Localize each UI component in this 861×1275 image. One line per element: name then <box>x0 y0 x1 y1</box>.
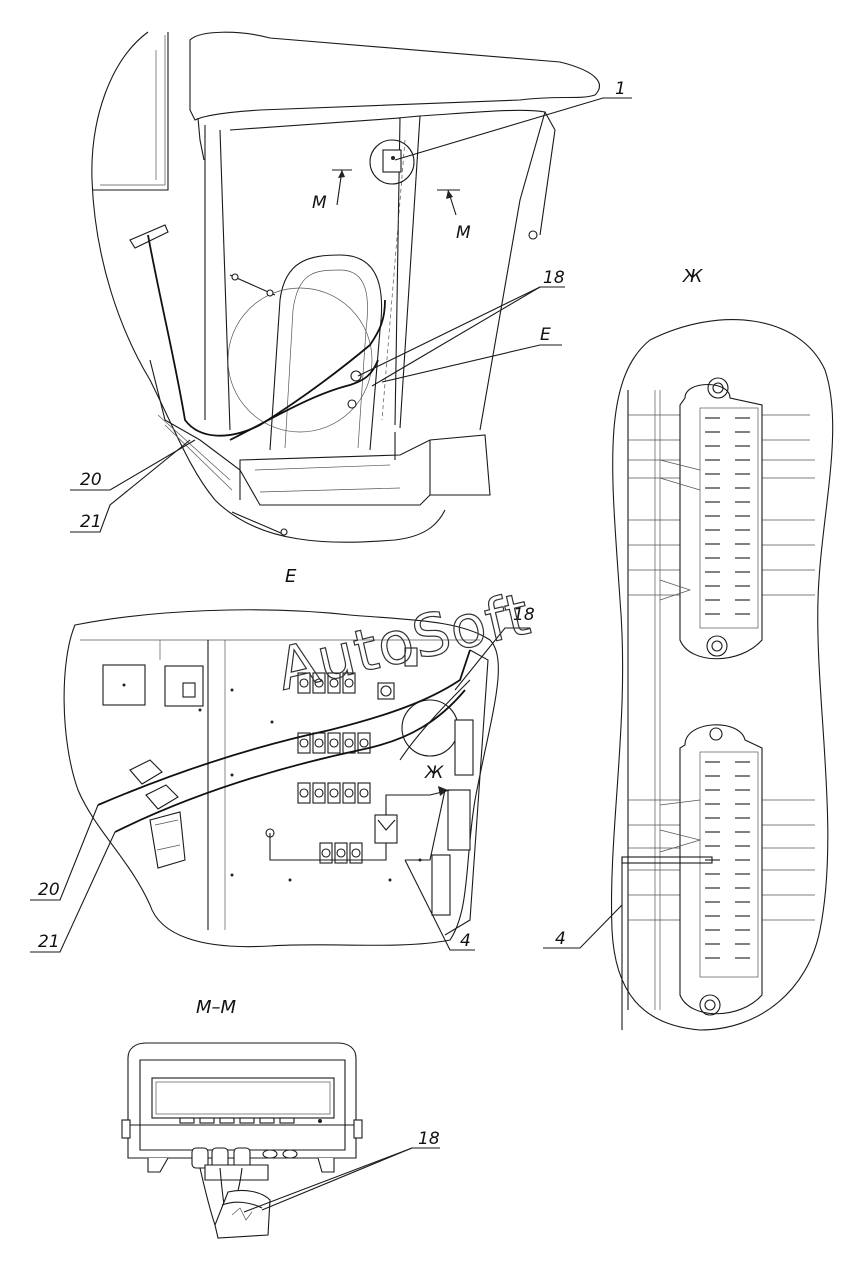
relay-block <box>297 647 418 864</box>
view-e-title: Е <box>285 566 297 587</box>
callout-21-e: 21 <box>38 932 60 952</box>
callout-21-top: 21 <box>80 512 102 532</box>
callout-18-mm: 18 <box>418 1129 440 1149</box>
view-e: Е <box>30 566 535 953</box>
section-mark-left: М <box>312 193 327 213</box>
callout-18-e: 18 <box>513 605 535 625</box>
callout-e-ref: Е <box>540 325 551 345</box>
callout-4-zh: 4 <box>555 929 566 949</box>
callout-1: 1 <box>615 79 626 99</box>
callout-20-e: 20 <box>38 880 60 900</box>
section-mark-right: М <box>456 223 471 243</box>
section-mm-title: М–М <box>196 997 237 1018</box>
callout-zh-ref: Ж <box>424 763 444 783</box>
view-zh: Ж <box>543 266 834 1031</box>
view-zh-title: Ж <box>682 266 703 287</box>
callout-4-e: 4 <box>460 931 471 951</box>
cab-general-view: М М 1 18 Е 20 21 <box>70 31 632 543</box>
callout-20-top: 20 <box>80 470 102 490</box>
section-mm: М–М 18 <box>121 997 440 1239</box>
callout-18-top: 18 <box>543 268 565 288</box>
